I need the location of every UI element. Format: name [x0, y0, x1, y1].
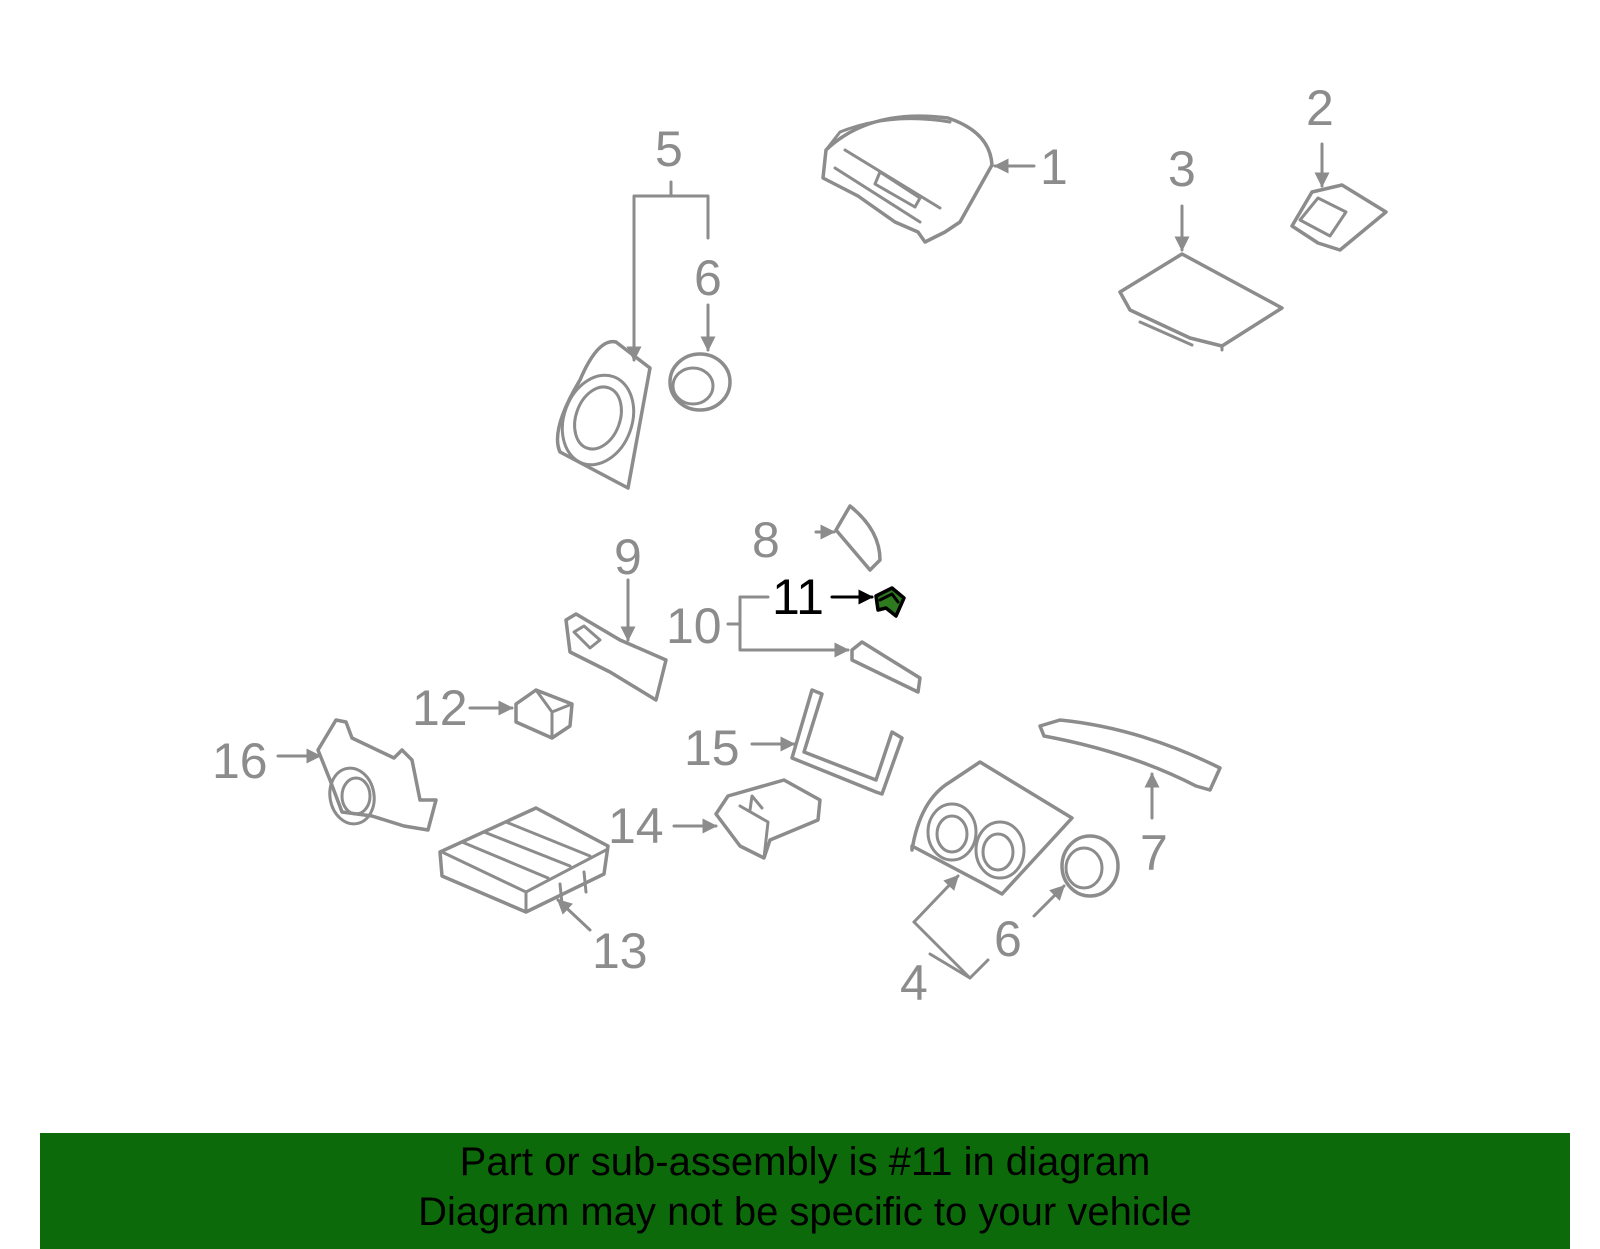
callout-7: 7: [1140, 825, 1168, 881]
callout-3: 3: [1168, 141, 1196, 197]
callout-6-bottom: 6: [994, 911, 1022, 967]
callout-16: 16: [212, 733, 268, 789]
callout-14: 14: [608, 798, 664, 854]
callout-15: 15: [684, 720, 740, 776]
callout-2: 2: [1306, 80, 1334, 136]
callout-12: 12: [412, 680, 468, 736]
callout-6-top: 6: [694, 250, 722, 306]
part-3-panel[interactable]: [1118, 252, 1284, 352]
part-2-vent[interactable]: [1290, 183, 1388, 252]
part-16-speaker-housing[interactable]: [316, 718, 438, 832]
callout-11: 11: [772, 569, 824, 625]
part-10-trim-strip[interactable]: [850, 640, 922, 694]
part-7-long-trim[interactable]: [1038, 718, 1222, 792]
part-4-twin-vent-bezel[interactable]: [910, 760, 1074, 896]
info-banner: Part or sub-assembly is #11 in diagram D…: [40, 1133, 1570, 1249]
leader-4-bracket: [912, 920, 972, 980]
banner-line-1: Part or sub-assembly is #11 in diagram: [459, 1140, 1151, 1184]
banner-line-2: Diagram may not be specific to your vehi…: [418, 1190, 1192, 1234]
callout-4: 4: [900, 955, 928, 1011]
callout-9: 9: [614, 529, 642, 585]
leader-13: [556, 898, 592, 932]
part-6-round-vent-bottom[interactable]: [1060, 834, 1120, 898]
part-13-grille-box[interactable]: [438, 806, 610, 914]
part-5-bezel[interactable]: [550, 339, 652, 490]
part-15-u-bracket[interactable]: [790, 688, 904, 796]
part-14-tray[interactable]: [714, 778, 822, 860]
leader-5: [634, 194, 710, 360]
part-12-clip-box[interactable]: [514, 688, 574, 740]
part-6-round-vent-top[interactable]: [668, 352, 732, 412]
part-9-bracket[interactable]: [564, 612, 668, 702]
callout-1: 1: [1040, 139, 1068, 195]
callout-8: 8: [752, 512, 780, 568]
callout-13: 13: [592, 923, 648, 979]
part-8-trim-piece[interactable]: [834, 504, 882, 572]
callout-5: 5: [655, 121, 683, 177]
part-11-clip-highlighted[interactable]: [874, 586, 906, 618]
leader-6b: [1032, 884, 1066, 918]
part-1-cluster-hood[interactable]: [821, 114, 994, 244]
callout-10: 10: [666, 598, 722, 654]
